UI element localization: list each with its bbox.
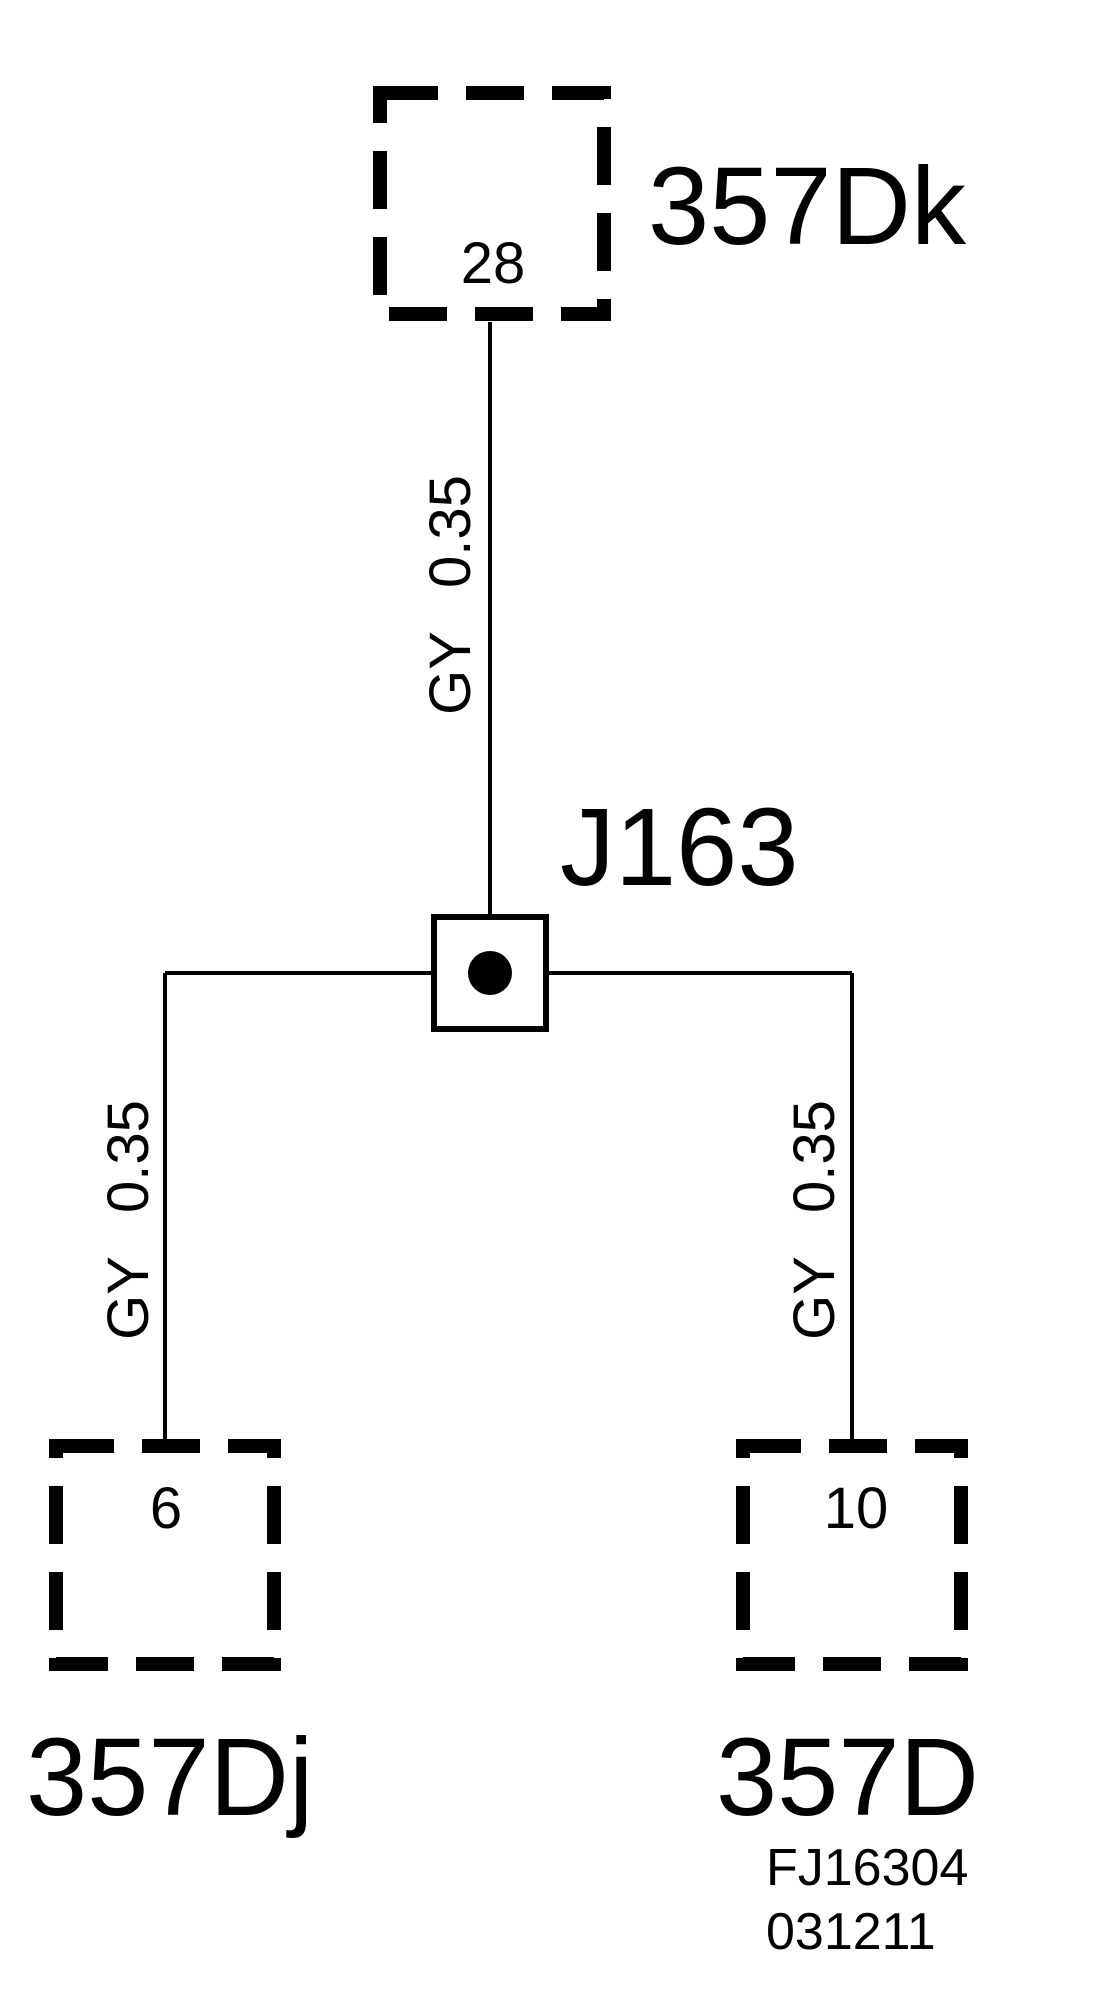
connector-357d [736,1439,968,1671]
pin-label-10: 10 [824,1476,889,1541]
connector-357dk [373,86,611,321]
pin-label-28: 28 [461,231,526,296]
wire-label-left: GY 0.35 [96,1100,161,1340]
splice-name-j163: J163 [560,786,799,909]
pin-label-6: 6 [150,1476,182,1541]
figure-code-line2: 031211 [766,1903,936,1961]
splice-dot [468,951,512,995]
figure-code-line1: FJ16304 [766,1839,968,1897]
connector-357dj [49,1439,281,1671]
connector-name-357dk: 357Dk [648,145,967,268]
wire-label-top: GY 0.35 [418,475,483,715]
wire-color-top: GY [418,632,483,715]
wire-color-right: GY [782,1257,847,1340]
connector-name-357dj: 357Dj [26,1716,313,1839]
wire-gauge-left: 0.35 [96,1100,161,1213]
wire-gauge-right: 0.35 [782,1100,847,1213]
wire-label-right: GY 0.35 [782,1100,847,1340]
wire-color-left: GY [96,1257,161,1340]
connector-name-357d: 357D [716,1716,979,1839]
wire-gauge-top: 0.35 [418,475,483,588]
